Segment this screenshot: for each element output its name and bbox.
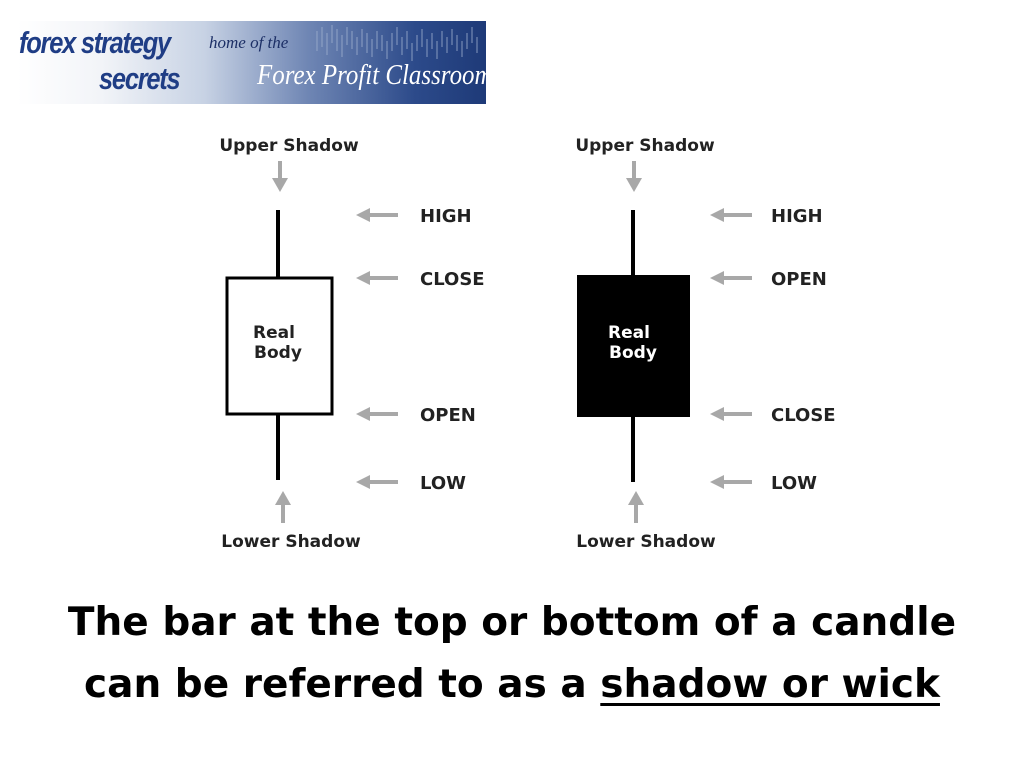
level-label-open: OPEN xyxy=(771,269,827,290)
down-arrow-icon xyxy=(626,161,642,192)
caption-line2-prefix: can be referred to as a xyxy=(84,662,587,707)
lower-shadow-label: Lower Shadow xyxy=(221,532,361,552)
forex-logo-banner: forex strategy secrets home of the Forex… xyxy=(17,21,486,104)
level-label-open: OPEN xyxy=(420,405,476,426)
real-body xyxy=(225,276,334,416)
left-arrow-icon xyxy=(710,208,752,222)
left-arrow-icon xyxy=(356,475,398,489)
real-body-label-line1: Real xyxy=(253,323,295,343)
level-label-low: LOW xyxy=(771,473,817,494)
caption-line1: The bar at the top or bottom of a candle xyxy=(67,600,957,645)
level-label-low: LOW xyxy=(420,473,466,494)
brand-name-line2: secrets xyxy=(99,61,181,96)
real-body-label-line2: Body xyxy=(609,343,657,363)
level-label-close: CLOSE xyxy=(420,269,485,290)
real-body xyxy=(577,275,690,417)
upper-shadow-label: Upper Shadow xyxy=(219,136,359,156)
real-body-label-line2: Body xyxy=(254,343,302,363)
level-label-high: HIGH xyxy=(771,206,823,227)
left-arrow-icon xyxy=(710,271,752,285)
upper-shadow-label: Upper Shadow xyxy=(575,136,715,156)
level-label-high: HIGH xyxy=(420,206,472,227)
caption-underlined-term: shadow or wick xyxy=(600,662,940,707)
lower-shadow-label: Lower Shadow xyxy=(576,532,716,552)
real-body-label-line1: Real xyxy=(608,323,650,343)
up-arrow-icon xyxy=(275,491,291,523)
level-label-close: CLOSE xyxy=(771,405,836,426)
tagline: home of the xyxy=(209,33,289,52)
left-arrow-icon xyxy=(710,475,752,489)
slide-caption: The bar at the top or bottom of a candle… xyxy=(40,592,984,716)
left-arrow-icon xyxy=(356,407,398,421)
up-arrow-icon xyxy=(628,491,644,523)
caption-line2: can be referred to as a shadow or wick xyxy=(40,654,984,716)
classroom-title: Forex Profit Classroom xyxy=(257,59,486,91)
brand-name-line1: forex strategy xyxy=(19,25,171,60)
down-arrow-icon xyxy=(272,161,288,192)
left-arrow-icon xyxy=(356,271,398,285)
bearish-candle: Upper Shadow Real Body Lower Shadow HIGH… xyxy=(575,136,835,552)
bullish-candle: Upper Shadow Real Body Lower Shadow HIGH… xyxy=(219,136,484,552)
left-arrow-icon xyxy=(710,407,752,421)
chart-ticks-graphic xyxy=(316,25,478,61)
left-arrow-icon xyxy=(356,208,398,222)
